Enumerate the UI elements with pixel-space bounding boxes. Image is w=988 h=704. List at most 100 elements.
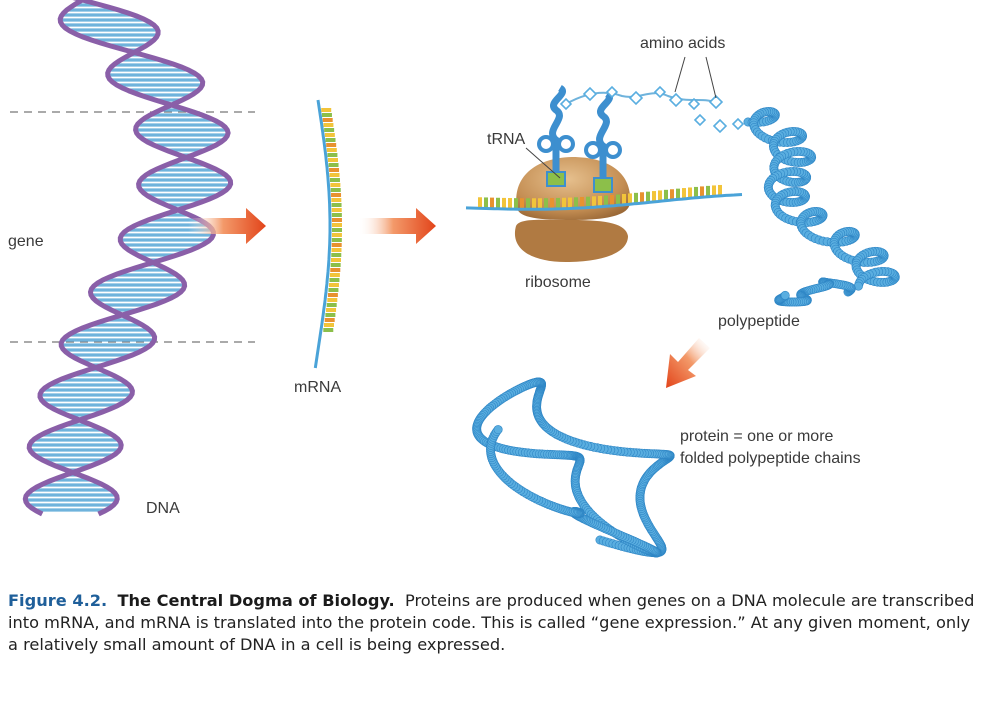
mrna-codon-base <box>526 198 530 209</box>
mrna-codon-base <box>568 197 572 208</box>
mrna-codon-base <box>544 198 548 209</box>
mrna-codon-base <box>646 191 650 202</box>
mrna-codon-base <box>496 197 500 208</box>
folded-protein <box>472 377 675 558</box>
amino-acid <box>693 113 707 127</box>
mrna-codon-base <box>556 197 560 208</box>
mrna-base <box>325 313 336 317</box>
mrna-base <box>329 173 340 177</box>
mrna-base <box>329 178 340 182</box>
mrna-base <box>323 328 334 332</box>
trna-loop <box>557 135 575 153</box>
mrna-base <box>323 323 334 327</box>
mrna-base <box>330 188 341 192</box>
mrna-label: mRNA <box>294 379 342 396</box>
mrna-base <box>328 288 339 292</box>
trna-stem <box>596 91 613 188</box>
mrna-base <box>327 158 338 162</box>
caption-figure-number: Figure 4.2. <box>8 591 108 610</box>
mrna-base <box>331 193 342 197</box>
dna-double-helix <box>22 0 234 517</box>
mrna-base <box>326 148 337 152</box>
mrna-base <box>331 243 342 247</box>
protein-bead <box>493 425 503 435</box>
mrna-strand <box>313 99 342 369</box>
mrna-codon-base <box>718 184 722 195</box>
mrna-base <box>331 218 342 222</box>
ribosome-small-subunit <box>514 219 628 262</box>
mrna-base <box>331 203 342 207</box>
trna-label: tRNA <box>487 131 526 148</box>
arrow-translation <box>358 208 436 244</box>
mrna-base <box>324 128 335 132</box>
mrna-codon-base <box>592 196 596 207</box>
mrna-backbone-ribosome <box>465 193 743 211</box>
caption-text: Proteins are produced when genes on a DN… <box>8 591 975 654</box>
figure-caption: Figure 4.2. The Central Dogma of Biology… <box>8 590 978 656</box>
mrna-base <box>327 293 338 297</box>
mrna-base <box>330 258 341 262</box>
mrna-base <box>329 168 340 172</box>
mrna-backbone <box>313 99 332 369</box>
mrna-codon-base <box>628 193 632 204</box>
amino-acid <box>712 118 728 134</box>
mrna-codon-base <box>688 187 692 198</box>
polypeptide-label: polypeptide <box>718 313 800 330</box>
amino-acid-chain <box>559 85 745 134</box>
mrna-base <box>326 143 337 147</box>
mrna-base <box>331 208 342 212</box>
mrna-codon-base <box>508 198 512 209</box>
mrna-base <box>325 138 336 142</box>
mrna-base <box>321 108 332 112</box>
mrna-base <box>331 223 342 227</box>
arrow-transcription <box>188 208 266 244</box>
mrna-codon-base <box>520 198 524 209</box>
mrna-base <box>326 308 337 312</box>
amino-acid-bead <box>780 290 790 300</box>
mrna-codon-base <box>652 191 656 202</box>
mrna-codon-base <box>610 194 614 205</box>
mrna-base <box>331 198 342 202</box>
mrna-codon-base <box>478 197 482 208</box>
mrna-codon-base <box>598 195 602 206</box>
protein-label-line1: protein = one or more <box>680 428 834 445</box>
trna-loop <box>537 135 555 153</box>
trna <box>537 85 575 187</box>
mrna-codon-base <box>580 197 584 208</box>
mrna-base <box>330 268 341 272</box>
mrna-base <box>324 318 335 322</box>
mrna-codon-base <box>550 198 554 209</box>
mrna-base <box>326 303 337 307</box>
mrna-codon-base <box>514 198 518 209</box>
mrna-base <box>331 228 342 232</box>
dna-label: DNA <box>146 500 180 517</box>
mrna-codon-base <box>712 185 716 196</box>
pointer-amino-acids-2 <box>705 56 717 99</box>
mrna-codon-base <box>622 193 626 204</box>
mrna-base <box>328 283 339 287</box>
mrna-codon-base <box>658 190 662 201</box>
mrna-codon-base <box>484 197 488 208</box>
mrna-base <box>324 133 335 137</box>
trna <box>584 91 622 193</box>
mrna-codon-base <box>640 192 644 203</box>
arrow-folding <box>666 338 710 388</box>
mrna-base <box>329 273 340 277</box>
amino-acid <box>687 97 701 111</box>
mrna-base <box>331 233 342 237</box>
dna-backbone <box>22 0 231 517</box>
amino-acid <box>582 86 598 102</box>
mrna-base <box>331 248 342 252</box>
mrna-codon-base <box>502 197 506 208</box>
mrna-base <box>331 253 342 257</box>
mrna-codon-base <box>490 197 494 208</box>
trna-molecules <box>537 85 622 193</box>
mrna-codon-base <box>574 197 578 208</box>
mrna-codon-base <box>694 186 698 197</box>
mrna-codon-base <box>706 185 710 196</box>
trna-loop <box>584 141 602 159</box>
gene-label: gene <box>8 233 44 250</box>
amino-acid <box>731 117 745 131</box>
amino-acids-label: amino acids <box>640 35 726 52</box>
